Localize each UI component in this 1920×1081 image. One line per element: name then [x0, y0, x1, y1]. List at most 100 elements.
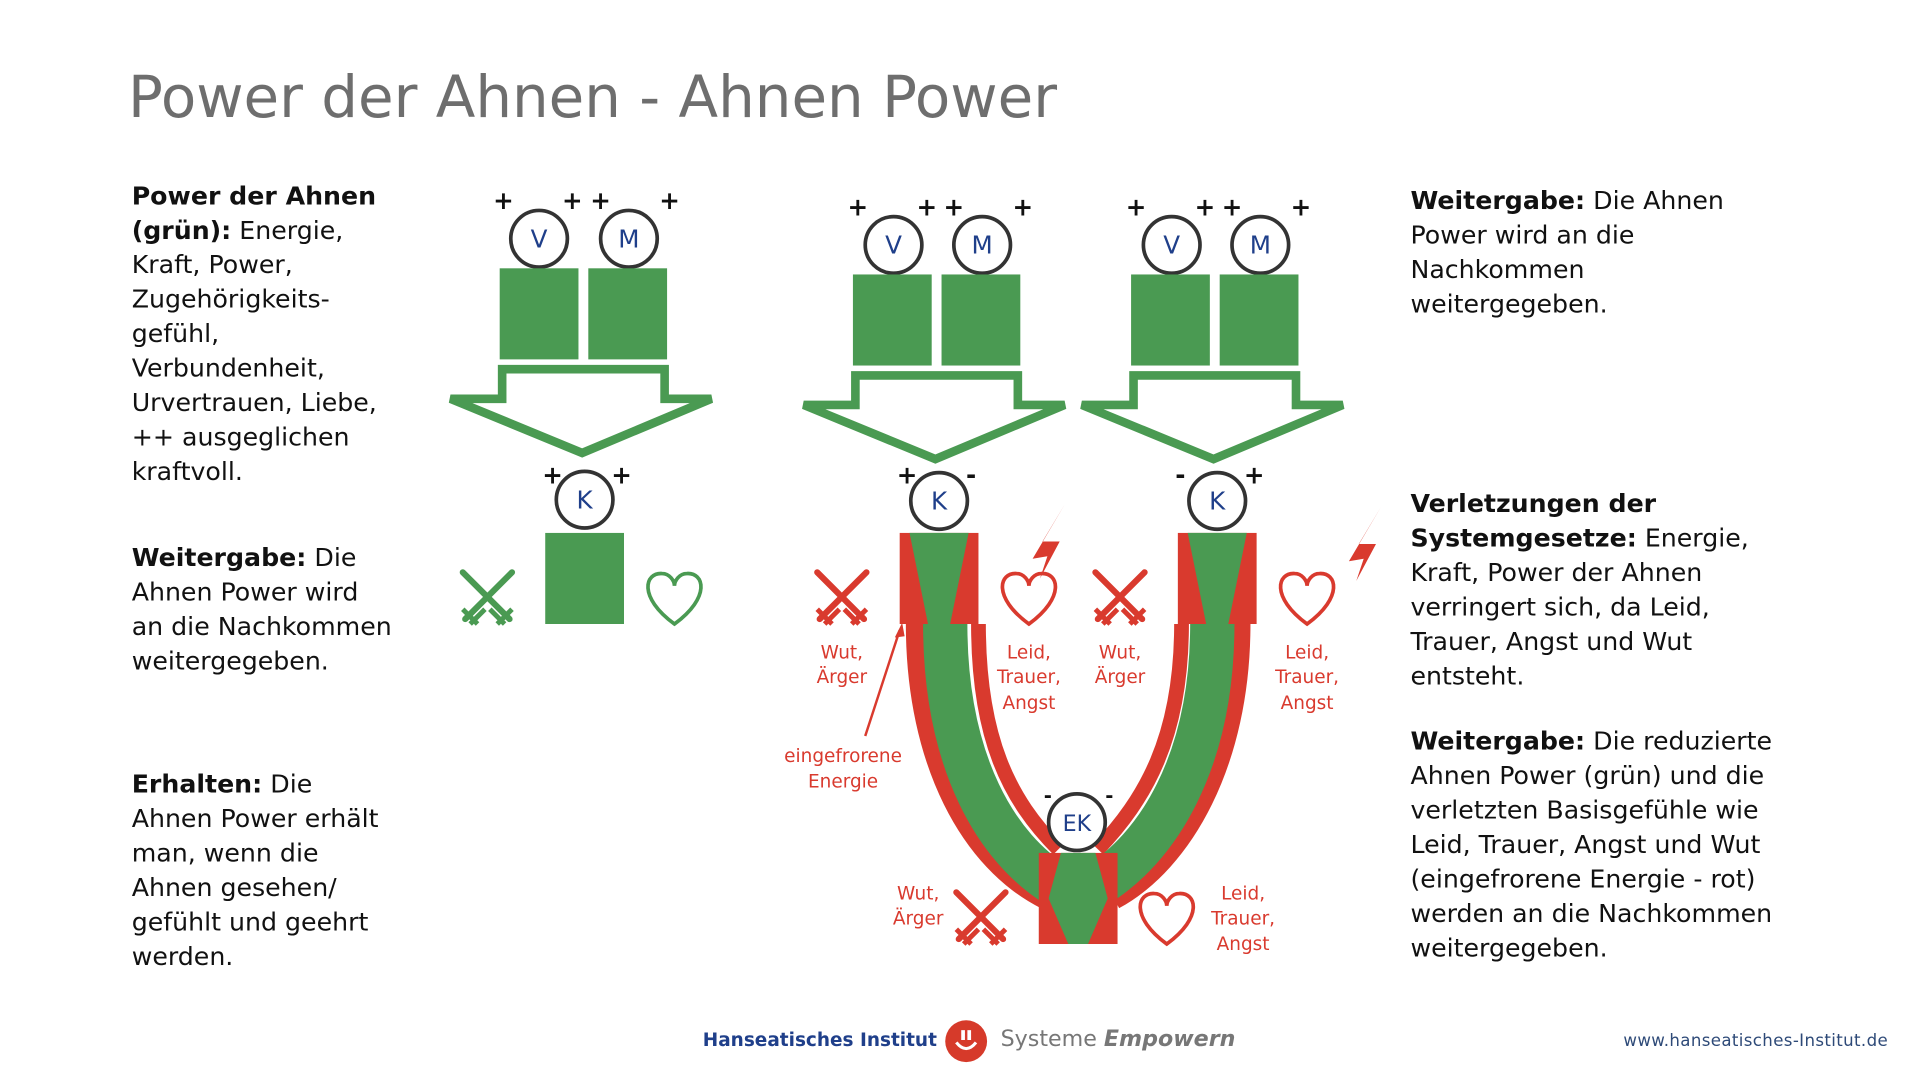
- frozen-energy-label: eingefrorene: [784, 746, 902, 767]
- father-label: V: [885, 231, 902, 260]
- grief-label: Angst: [1281, 693, 1334, 714]
- child-block: [545, 532, 625, 625]
- page-title: Power der Ahnen - Ahnen Power: [128, 64, 1058, 132]
- minus-sign: -: [966, 461, 976, 490]
- swords-icon: [1095, 572, 1144, 624]
- plus-sign: +: [1195, 192, 1216, 221]
- label: Weitergabe:: [1410, 185, 1586, 216]
- left-erhalten-paragraph: Erhalten: Die Ahnen Power erhält man, we…: [132, 767, 397, 974]
- plus-sign: +: [1291, 192, 1312, 221]
- father-block: [499, 268, 579, 360]
- transfer-arrow: [802, 371, 1067, 464]
- mother-block: [1219, 274, 1299, 366]
- minus-sign: -: [1044, 784, 1052, 807]
- child-label: K: [577, 485, 594, 514]
- father-block: [1131, 274, 1210, 366]
- grief-label: Leid,: [1221, 884, 1265, 905]
- anger-label: Ärger: [817, 667, 868, 688]
- grandchild-circle: [1046, 792, 1108, 853]
- transfer-bands: [905, 623, 1251, 909]
- text: Die Ahnen Power wird an die Nachkommen w…: [1410, 185, 1724, 319]
- grief-label: Trauer,: [996, 667, 1061, 688]
- swords-icon: [463, 572, 512, 624]
- father-circle: [508, 208, 570, 269]
- label: Weitergabe:: [1410, 726, 1586, 756]
- label: Erhalten:: [131, 769, 263, 799]
- transfer-arrow: [1080, 371, 1345, 464]
- plus-sign: +: [1012, 192, 1033, 221]
- anger-label: Ärger: [893, 908, 944, 929]
- child-circle: [1187, 470, 1248, 532]
- frozen-energy-label: Energie: [808, 772, 878, 793]
- minus-sign: -: [1105, 784, 1113, 807]
- institute-logo: [945, 1020, 988, 1063]
- grief-label: Leid,: [1285, 642, 1329, 663]
- father-block: [852, 274, 932, 366]
- plus-sign: +: [1244, 461, 1265, 490]
- right-weitergabe-reduced-paragraph: Weitergabe: Die reduzierte Ahnen Power (…: [1410, 724, 1792, 965]
- father-circle: [863, 214, 924, 276]
- plus-sign: +: [659, 186, 680, 215]
- heart-icon: [1278, 571, 1336, 626]
- child-circle: [554, 469, 615, 530]
- right-weitergabe-paragraph: Weitergabe: Die Ahnen Power wird an die …: [1410, 183, 1767, 321]
- grief-label: Leid,: [1007, 642, 1051, 663]
- father-circle: [1141, 214, 1202, 276]
- plus-sign: +: [897, 461, 918, 490]
- grief-label: Angst: [1217, 934, 1270, 955]
- plus-sign: +: [542, 461, 563, 490]
- child-label: K: [931, 487, 948, 516]
- right-verletzungen-paragraph: Verletzungen der Systemgesetze: Energie,…: [1410, 486, 1779, 693]
- plus-sign: +: [944, 192, 965, 221]
- label: Weitergabe:: [131, 542, 307, 573]
- grief-label: Angst: [1002, 693, 1055, 714]
- grandchild-label: EK: [1063, 811, 1092, 837]
- tagline-empowern: Empowern: [1103, 1026, 1236, 1053]
- mother-block: [588, 268, 668, 360]
- family-group-left-injured: + + + + + - V M K: [802, 192, 1067, 624]
- text: Die reduzierte Ahnen Power (grün) und di…: [1410, 726, 1773, 963]
- family-group-right-injured: + + + + - + V M K: [1080, 192, 1381, 626]
- plus-sign: +: [848, 192, 869, 221]
- lightning-icon: [1032, 504, 1065, 579]
- grandchild-group: - - EK: [956, 784, 1196, 946]
- plus-sign: +: [611, 461, 632, 490]
- swords-icon: [956, 892, 1005, 944]
- plus-sign: +: [562, 186, 583, 215]
- anger-label: Wut,: [897, 884, 939, 905]
- heart-icon: [646, 571, 703, 626]
- plus-sign: +: [1222, 192, 1243, 221]
- anger-label: Wut,: [1099, 642, 1141, 663]
- mother-circle: [952, 214, 1013, 276]
- swords-icon: [817, 572, 866, 624]
- text: Energie, Kraft, Power, Zugehörigkeits-ge…: [131, 215, 377, 487]
- grief-label: Trauer,: [1274, 667, 1339, 688]
- father-label: V: [531, 224, 548, 253]
- plus-sign: +: [590, 186, 611, 215]
- lightning-icon: [1348, 507, 1381, 581]
- plus-sign: +: [1126, 192, 1147, 221]
- anger-label: Wut,: [821, 642, 863, 663]
- label: Verletzungen der Systemgesetze:: [1410, 488, 1657, 553]
- text: Energie, Kraft, Power der Ahnen verringe…: [1410, 523, 1749, 691]
- mother-circle: [1230, 214, 1291, 276]
- emotion-labels: Wut, Ärger Leid, Trauer, Angst Wut, Ärge…: [784, 642, 1339, 955]
- anger-label: Ärger: [1095, 667, 1146, 688]
- mother-block: [941, 274, 1021, 366]
- mother-label: M: [1250, 231, 1271, 260]
- minus-sign: -: [1175, 461, 1185, 490]
- plus-sign: +: [916, 192, 937, 221]
- left-power-paragraph: Power der Ahnen (grün): Energie, Kraft, …: [132, 178, 397, 488]
- mother-label: M: [972, 231, 993, 260]
- left-weitergabe-paragraph: Weitergabe: Die Ahnen Power wird an die …: [132, 540, 397, 678]
- father-label: V: [1163, 231, 1180, 260]
- plus-sign: +: [493, 186, 514, 215]
- mother-circle: [598, 208, 660, 269]
- mother-label: M: [618, 224, 639, 253]
- footer-brand: Hanseatisches Institut: [702, 1028, 937, 1052]
- heart-icon: [1138, 891, 1196, 946]
- footer-url[interactable]: www.hanseatisches-Institut.de: [1623, 1031, 1889, 1052]
- tagline-systeme: Systeme: [1000, 1026, 1097, 1053]
